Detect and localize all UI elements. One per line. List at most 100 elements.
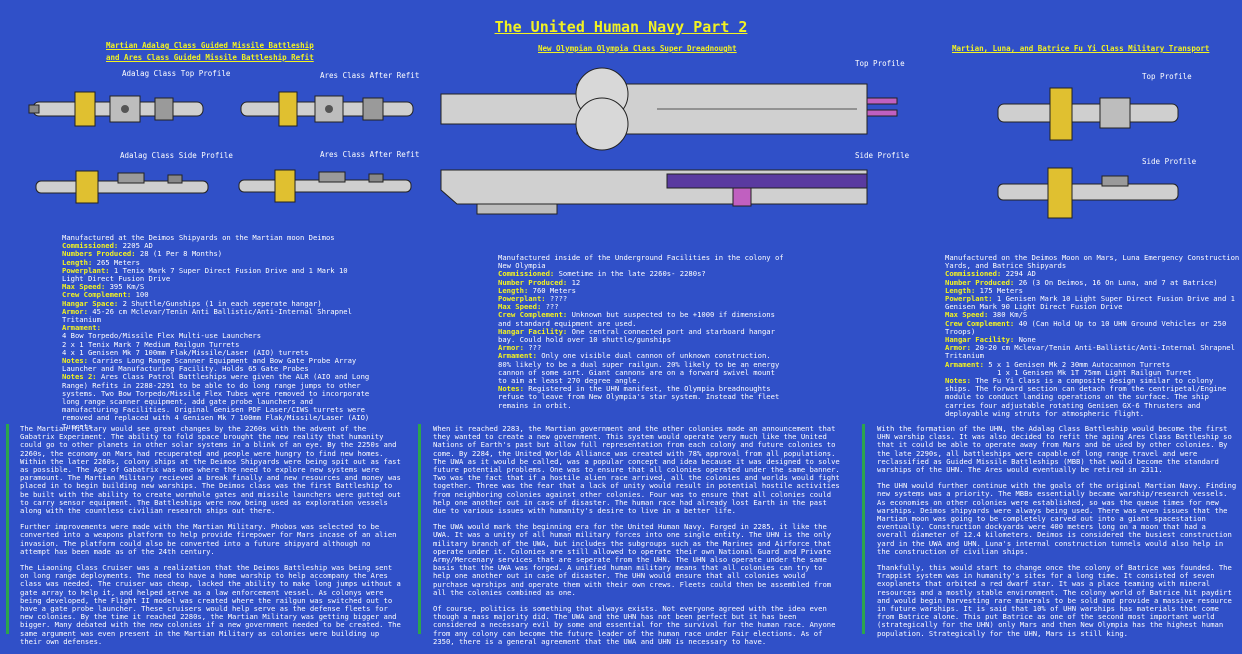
history-paragraph: The UHN would further continue with the … <box>877 481 1237 556</box>
spec-value: 395 Km/S <box>105 282 145 292</box>
spec-value: 4 Bow Torpedo/Missile Flex Multi-use Lau… <box>62 331 262 341</box>
spec-value: 380 Km/S <box>988 310 1028 320</box>
spec-value: None <box>1014 335 1036 345</box>
spec-key: Commissioned: <box>945 269 1002 279</box>
spec-key: Crew Complement: <box>62 290 132 300</box>
spec-line: Max Speed: 380 Km/S <box>945 311 1240 319</box>
spec-key: Commissioned: <box>62 241 119 251</box>
ares-refit-side-drawing <box>238 169 412 203</box>
ares-refit-top-label: Ares Class After Refit <box>320 71 420 80</box>
history-paragraph: The Martian Military would see great cha… <box>20 424 401 516</box>
spec-value: ???? <box>545 294 568 304</box>
spec-line: 1 x 1 Genisen Mk 1T 75mm Light Railgun T… <box>945 368 1240 377</box>
adalag-side-label: Adalag Class Side Profile <box>120 151 233 160</box>
spec-line: Armor: 20-20 cm Mclevar/Tenin Anti-Balli… <box>945 343 1240 361</box>
spec-line: 4 x 1 Genisen Mk 7 100mm Flak/Missile/La… <box>62 347 372 357</box>
spec-key: Armament: <box>498 351 537 361</box>
spec-key: Armor: <box>62 306 88 316</box>
right-divider <box>862 424 865 634</box>
spec-key: Armament: <box>62 323 101 333</box>
right-spec-sheet: Manufactured on the Deimos Moon on Mars,… <box>945 253 1240 418</box>
spec-line: 2 x 1 Tenix Mark 7 Medium Railgun Turret… <box>62 339 372 349</box>
spec-line: Notes: Registered in the UHN manifest, t… <box>498 385 786 410</box>
adalag-top-profile-drawing <box>28 91 204 127</box>
spec-value: 26 (3 On Deimos, 16 On Luna, and 7 at Ba… <box>1014 277 1218 287</box>
fuyi-top-profile-drawing <box>997 87 1179 141</box>
spec-key: Hangar Facility: <box>498 326 568 336</box>
spec-value: Sometime in the late 2260s- 2280s? <box>554 269 706 279</box>
olympia-top-profile-drawing <box>440 67 898 151</box>
spec-value: 20-20 cm Mclevar/Tenin Anti-Ballistic/An… <box>945 343 1240 361</box>
spec-key: Crew Complement: <box>498 310 568 320</box>
spec-line: Armor: 45-26 cm Mclevar/Tenin Anti Balli… <box>62 306 372 324</box>
spec-key: Length: <box>498 285 529 295</box>
spec-key: Powerplant: <box>945 294 993 304</box>
spec-line: Number Produced: 26 (3 On Deimos, 16 On … <box>945 277 1240 287</box>
spec-value: 40 (Can Hold Up to 10 UHN Ground Vehicle… <box>945 318 1231 336</box>
ares-refit-side-label: Ares Class After Refit <box>320 150 420 159</box>
spec-line: Length: 175 Meters <box>945 285 1240 295</box>
spec-line: Hangar Facility: None <box>945 335 1240 345</box>
history-paragraph: Of course, politics is something that al… <box>433 604 836 646</box>
fuyi-side-label: Side Profile <box>1142 157 1197 166</box>
spec-value: 5 x 1 Genisen Mk 2 30mm Autocannon Turre… <box>983 359 1171 369</box>
spec-value: ??? <box>523 343 542 353</box>
spec-line: Notes: Carries Long Range Scanner Equipm… <box>62 356 372 374</box>
spec-line: Armor: ??? <box>498 344 786 352</box>
spec-key: Armor: <box>945 343 971 353</box>
spec-value: Carries Long Range Scanner Equipment and… <box>62 356 361 374</box>
spec-key: Armament: <box>945 359 984 369</box>
spec-value: ??? <box>541 302 559 312</box>
spec-line: Manufactured inside of the Underground F… <box>498 253 786 270</box>
olympia-side-label: Side Profile <box>855 151 910 160</box>
spec-value: 2 x 1 Tenix Mark 7 Medium Railgun Turret… <box>62 339 240 349</box>
history-paragraph: When it reached 2283, the Martian govern… <box>433 424 840 516</box>
spec-value: 1 Genisen Mark 10 Light Super Direct Fus… <box>945 294 1240 312</box>
spec-key: Powerplant: <box>62 265 110 275</box>
spec-value: The Fu Yi Class is a composite design si… <box>945 376 1231 418</box>
spec-line: Length: 265 Meters <box>62 258 372 267</box>
spec-line: Max Speed: 395 Km/S <box>62 283 372 291</box>
spec-line: Manufactured on the Deimos Moon on Mars,… <box>945 253 1240 271</box>
spec-value: 175 Meters <box>975 285 1023 295</box>
spec-value: 28 (1 Per 8 Months) <box>135 249 223 259</box>
spec-value: 1 Tenix Mark 7 Super Direct Fusion Drive… <box>62 265 352 284</box>
spec-line: Commissioned: 2294 AD <box>945 270 1240 278</box>
spec-line: Manufactured at the Deimos Shipyards on … <box>62 233 372 242</box>
spec-line: Crew Complement: 40 (Can Hold Up to 10 U… <box>945 318 1240 336</box>
spec-key: Commissioned: <box>498 269 555 279</box>
spec-line: Armament: Only one visible dual cannon o… <box>498 352 786 385</box>
spec-value: Only one visible dual cannon of unknown … <box>498 351 784 386</box>
spec-line: Armament: 5 x 1 Genisen Mk 2 30mm Autoca… <box>945 359 1240 369</box>
spec-key: Notes: <box>62 356 88 366</box>
spec-key: Notes: <box>945 376 971 386</box>
spec-line: Crew Complement: 100 <box>62 291 372 299</box>
spec-key: Number Produced: <box>945 277 1015 287</box>
spec-line: Notes 2: Ares Class Patrol Battleships w… <box>62 373 372 430</box>
spec-line: Hangar Facility: One central connected p… <box>498 326 786 345</box>
spec-line: Crew Complement: Unknown but suspected t… <box>498 310 786 328</box>
spec-line: Powerplant: 1 Genisen Mark 10 Light Supe… <box>945 294 1240 312</box>
left-spec-sheet: Manufactured at the Deimos Shipyards on … <box>62 233 372 431</box>
history-paragraph: The UWA would mark the beginning era for… <box>433 522 832 597</box>
spec-value: One central connected port and starboard… <box>498 326 780 345</box>
spec-value: Manufactured on the Deimos Moon on Mars,… <box>945 253 1240 271</box>
left-divider <box>6 424 9 634</box>
spec-line: Powerplant: ???? <box>498 294 786 304</box>
spec-line: Length: 760 Meters <box>498 285 786 295</box>
spec-key: Crew Complement: <box>945 318 1015 328</box>
spec-value: Manufactured at the Deimos Shipyards on … <box>62 233 335 242</box>
spec-key: Powerplant: <box>498 294 546 304</box>
spec-key: Hangar Space: <box>62 298 119 308</box>
spec-key: Max Speed: <box>945 310 989 320</box>
spec-key: Length: <box>945 285 976 295</box>
spec-line: Max Speed: ??? <box>498 303 786 311</box>
middle-divider <box>418 424 421 634</box>
spec-line: Numbers Produced: 28 (1 Per 8 Months) <box>62 250 372 258</box>
left-history-text: The Martian Military would see great cha… <box>20 424 405 654</box>
middle-history-text: When it reached 2283, the Martian govern… <box>433 424 843 654</box>
spec-key: Notes: <box>498 384 524 394</box>
spec-value: 4 x 1 Genisen Mk 7 100mm Flak/Missile/La… <box>62 347 309 357</box>
fuyi-side-profile-drawing <box>997 167 1179 219</box>
spec-value: 12 <box>567 277 581 287</box>
